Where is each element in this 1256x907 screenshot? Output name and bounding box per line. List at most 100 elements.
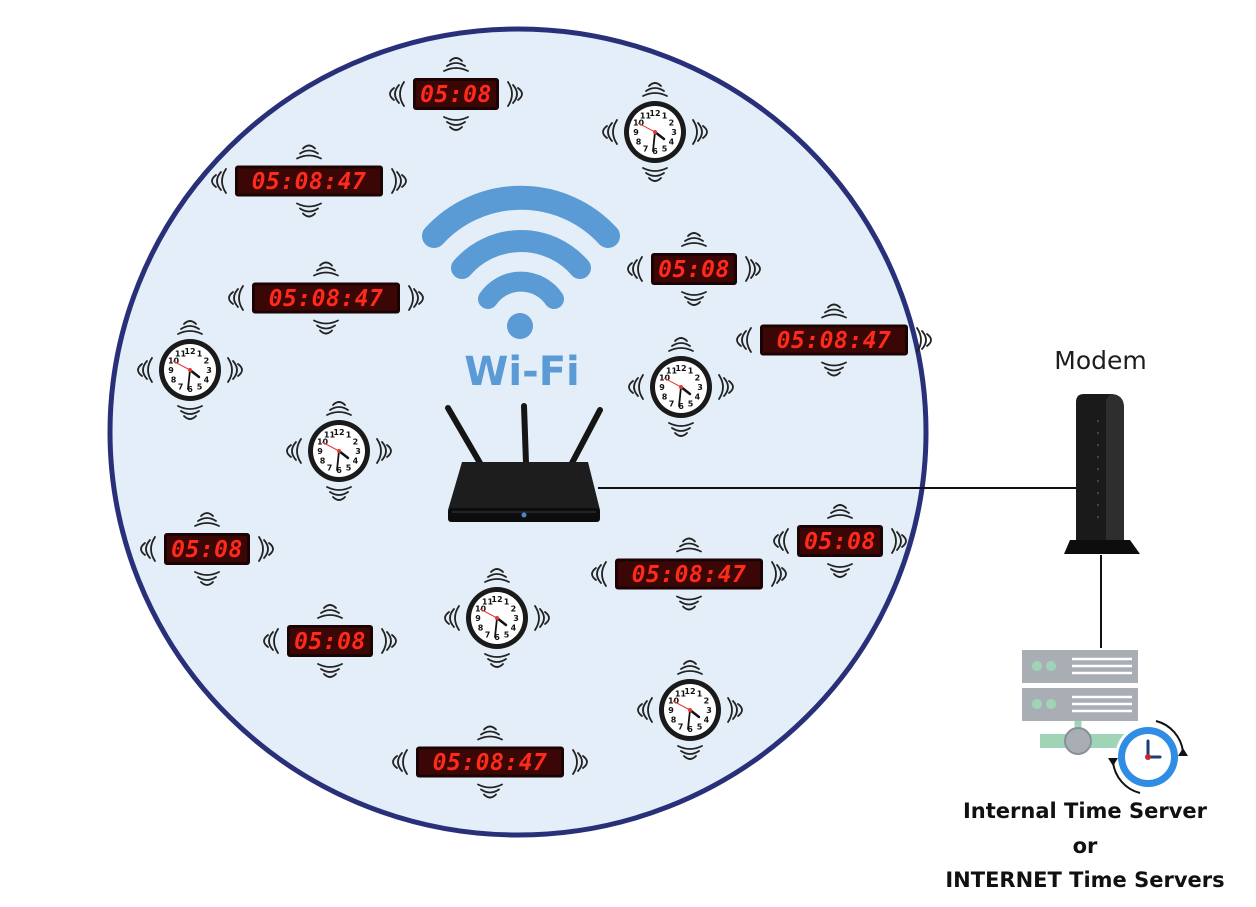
clock-numeral: 6 xyxy=(336,466,342,475)
clock-minute-hand xyxy=(678,386,682,407)
digital-clock: 05:08:47 xyxy=(211,144,407,218)
clock-numeral: 3 xyxy=(513,614,519,623)
clock-numeral: 9 xyxy=(475,614,481,623)
wireless-signal-icon xyxy=(602,82,708,182)
clock-numeral: 2 xyxy=(704,697,710,706)
wireless-signal-icon xyxy=(137,320,243,420)
clock-second-hand xyxy=(637,122,656,133)
wireless-signal-icon xyxy=(392,725,588,799)
clock-numeral: 1 xyxy=(697,690,703,699)
server-label-line1: Internal Time Server xyxy=(962,799,1207,823)
clock-time-text: 05:08 xyxy=(804,529,876,555)
clock-time-text: 05:08 xyxy=(658,257,730,283)
digital-clock: 05:08 xyxy=(140,512,274,586)
display-screen xyxy=(167,536,247,562)
clock-numeral: 4 xyxy=(204,376,210,385)
modem-label: Modem xyxy=(1054,346,1147,375)
wifi-icon xyxy=(422,185,620,339)
clock-numeral: 3 xyxy=(671,128,677,137)
clock-numeral: 1 xyxy=(346,431,352,440)
clock-numeral: 6 xyxy=(494,633,500,642)
clock-second-hand xyxy=(321,441,340,452)
clock-numeral: 5 xyxy=(697,722,703,731)
clock-numeral: 7 xyxy=(327,463,333,472)
display-screen xyxy=(654,256,734,282)
clock-pivot xyxy=(337,449,341,453)
clock-numeral: 5 xyxy=(688,399,694,408)
clock-numeral: 12 xyxy=(333,428,344,437)
clock-numeral: 6 xyxy=(687,725,693,734)
clock-numeral: 7 xyxy=(643,144,649,153)
clock-numeral: 9 xyxy=(633,128,639,137)
clock-numeral: 9 xyxy=(317,447,323,456)
clock-numeral: 5 xyxy=(662,144,668,153)
wifi-label: Wi-Fi xyxy=(464,349,579,395)
clock-numeral: 5 xyxy=(346,463,352,472)
digital-clock: 05:08 xyxy=(773,504,907,578)
time-server-icon xyxy=(1022,650,1138,755)
clock-numeral: 2 xyxy=(353,438,359,447)
clock-minute-hand xyxy=(336,450,340,471)
wifi-router-icon xyxy=(445,403,603,522)
clock-numeral: 12 xyxy=(491,595,502,604)
digital-clock: 05:08 xyxy=(263,604,397,678)
wireless-signal-icon xyxy=(628,337,734,437)
clock-time-text: 05:08:47 xyxy=(632,562,747,588)
clock-pivot xyxy=(653,130,657,134)
wifi-coverage-area xyxy=(107,26,929,838)
clock-numeral: 4 xyxy=(511,624,517,633)
wireless-signal-icon xyxy=(736,303,932,377)
clock-time-text: 05:08:47 xyxy=(433,750,548,776)
wireless-signal-icon xyxy=(140,512,274,586)
clock-time-text: 05:08 xyxy=(294,629,366,655)
clock-numeral: 9 xyxy=(659,383,665,392)
clock-numeral: 5 xyxy=(197,382,203,391)
clock-pivot xyxy=(495,616,499,620)
clock-numeral: 1 xyxy=(504,598,510,607)
clock-second-hand xyxy=(672,700,691,711)
wireless-signal-icon xyxy=(263,604,397,678)
clock-numeral: 8 xyxy=(171,376,177,385)
clock-numeral: 1 xyxy=(688,367,694,376)
clock-numeral: 4 xyxy=(695,393,701,402)
wireless-signal-icon xyxy=(389,57,523,131)
clock-pivot xyxy=(679,385,683,389)
clock-numeral: 8 xyxy=(662,393,668,402)
clock-numeral: 4 xyxy=(353,457,359,466)
clock-second-hand xyxy=(479,608,498,619)
clock-numeral: 9 xyxy=(668,706,674,715)
clock-pivot xyxy=(188,368,192,372)
wireless-signal-icon xyxy=(211,144,407,218)
clock-time-text: 05:08:47 xyxy=(252,169,367,195)
clock-numeral: 3 xyxy=(206,366,212,375)
digital-clock: 05:08 xyxy=(389,57,523,131)
clock-numeral: 5 xyxy=(504,630,510,639)
clock-numeral: 11 xyxy=(175,350,187,359)
clock-numeral: 6 xyxy=(678,402,684,411)
clock-numeral: 11 xyxy=(675,690,687,699)
clock-numeral: 12 xyxy=(675,364,686,373)
clock-numeral: 8 xyxy=(671,716,677,725)
wireless-signal-icon xyxy=(228,261,424,335)
clock-numeral: 1 xyxy=(197,350,203,359)
clock-minute-hand xyxy=(652,131,656,152)
clock-pivot xyxy=(688,708,692,712)
clock-numeral: 8 xyxy=(636,138,642,147)
clock-time-text: 05:08:47 xyxy=(269,286,384,312)
clock-numeral: 7 xyxy=(178,382,184,391)
clock-numeral: 3 xyxy=(355,447,361,456)
digital-clock: 05:08:47 xyxy=(228,261,424,335)
clock-numeral: 11 xyxy=(324,431,336,440)
display-screen xyxy=(419,749,561,775)
digital-clock: 05:08 xyxy=(627,232,761,306)
clock-numeral: 2 xyxy=(204,357,210,366)
digital-clock: 05:08:47 xyxy=(392,725,588,799)
clock-numeral: 2 xyxy=(669,119,675,128)
clock-numeral: 3 xyxy=(697,383,703,392)
